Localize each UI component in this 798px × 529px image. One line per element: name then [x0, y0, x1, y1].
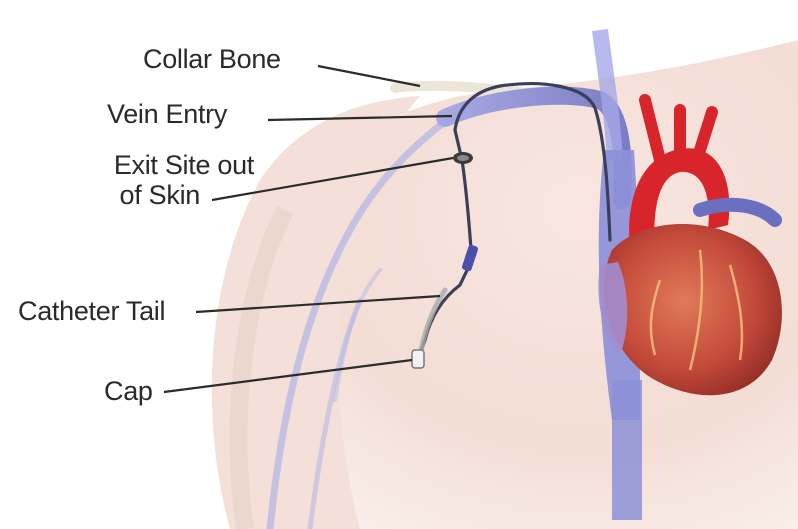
label-exit-site: Exit Site out of Skin: [68, 150, 254, 210]
label-exit-site-line2: of Skin: [68, 180, 254, 210]
catheter-cap: [412, 350, 424, 368]
label-exit-site-line1: Exit Site out: [68, 150, 254, 180]
exit-site-cuff: [453, 152, 473, 164]
label-vein-entry: Vein Entry: [107, 99, 227, 129]
label-catheter-tail: Catheter Tail: [18, 296, 165, 326]
label-cap: Cap: [104, 376, 153, 406]
inferior-vena-cava: [612, 380, 642, 520]
leader-collar-bone: [318, 66, 420, 86]
label-collar-bone: Collar Bone: [143, 44, 281, 74]
